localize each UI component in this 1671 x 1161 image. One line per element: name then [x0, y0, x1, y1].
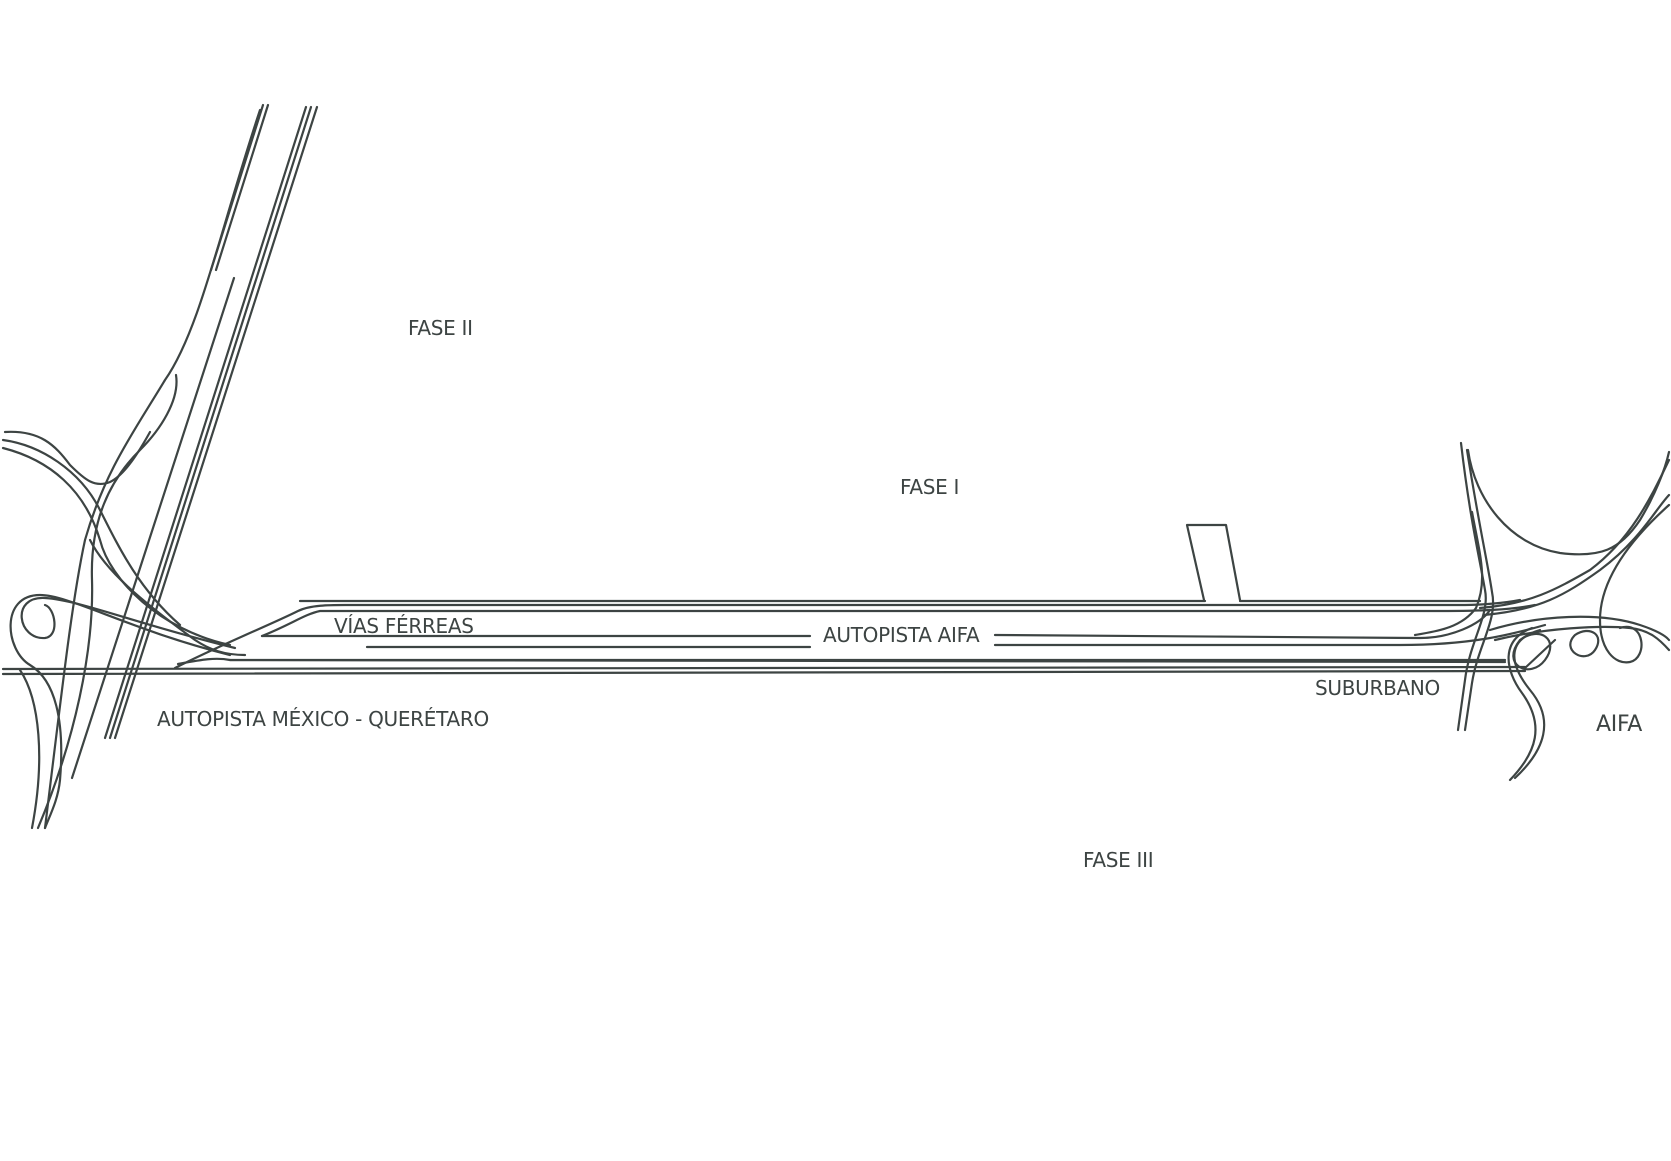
label-autopista-mexico-queretaro: AUTOPISTA MÉXICO - QUERÉTARO: [157, 707, 489, 731]
diagonal-rail-corridor: [36, 103, 319, 830]
right-interchange: [1466, 448, 1671, 782]
label-suburbano: SUBURBANO: [1315, 676, 1440, 700]
label-fase-i: FASE I: [900, 475, 960, 499]
suburbano-rail: [1413, 441, 1495, 732]
left-interchange: [1, 430, 247, 830]
label-aifa: AIFA: [1596, 712, 1643, 737]
label-vias-ferreas: VÍAS FÉRREAS: [334, 614, 474, 638]
label-fase-iii: FASE III: [1083, 848, 1154, 872]
highway-stub: [1185, 523, 1242, 602]
label-fase-ii: FASE II: [408, 316, 473, 340]
label-autopista-aifa: AUTOPISTA AIFA: [823, 623, 980, 647]
